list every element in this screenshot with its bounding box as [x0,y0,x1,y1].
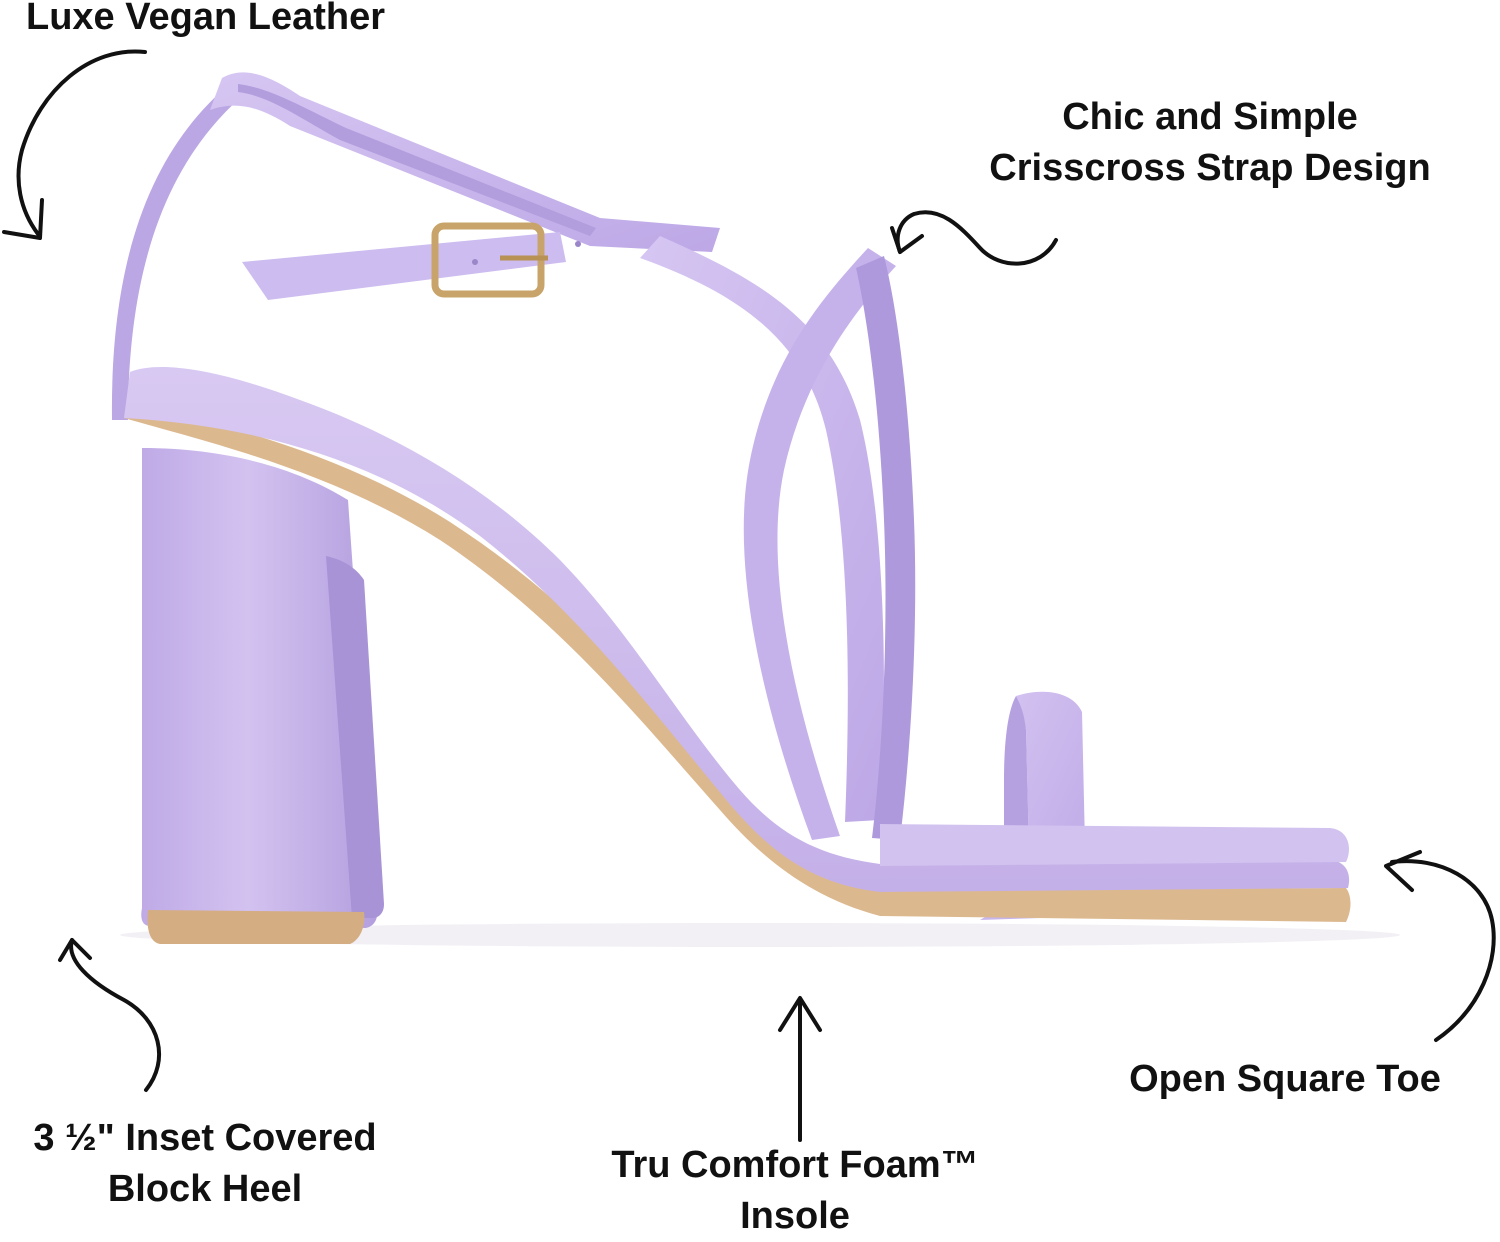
callout-insole-line1: Tru Comfort Foam™ [611,1144,979,1186]
heel-inset [326,556,384,918]
callout-block-heel-line2: Block Heel [107,1168,303,1210]
footbed-front [880,824,1349,866]
block-heel [141,448,378,928]
arrows [2,49,1496,1142]
callout-insole: Tru Comfort Foam™ Insole [560,1140,1030,1242]
arrow-vegan-leather [16,49,147,236]
arrow-block-heel [69,938,162,1092]
callout-block-heel-line1: 3 ½" Inset Covered [33,1117,377,1159]
strap-tail [242,232,566,300]
arrow-block-heel-head [58,938,92,962]
arrow-vegan-leather-head [2,198,44,240]
heel-counter-strap [111,82,240,420]
callout-vegan-leather: Luxe Vegan Leather [26,0,385,43]
callout-strap-design-line2: Crisscross Strap Design [989,147,1431,189]
callout-open-toe-text: Open Square Toe [1129,1058,1441,1100]
arrow-open-toe-head [1384,850,1422,892]
footbed [124,367,1350,892]
ankle-strap-inner [238,84,596,236]
sole-edge [124,404,1351,922]
crisscross-strap-2 [743,248,896,840]
strap-hole [472,259,478,265]
heel-tip [147,910,365,944]
arrow-strap-design-head [890,226,924,254]
callout-vegan-leather-text: Luxe Vegan Leather [26,0,386,38]
callout-block-heel: 3 ½" Inset Covered Block Heel [0,1113,410,1215]
arrow-insole-head [778,996,822,1032]
floor-shadow [120,923,1400,947]
crisscross-strap-3 [856,256,916,840]
arrow-strap-design [895,210,1058,266]
callout-open-toe: Open Square Toe [1100,1054,1470,1105]
ankle-strap [210,72,720,252]
strap-hole [575,241,581,247]
arrow-open-toe [1390,859,1496,1042]
crisscross-strap-1 [640,236,884,822]
callout-insole-line2: Insole [740,1195,850,1237]
callout-strap-design-line1: Chic and Simple [1062,96,1358,138]
callout-strap-design: Chic and Simple Crisscross Strap Design [960,92,1460,194]
